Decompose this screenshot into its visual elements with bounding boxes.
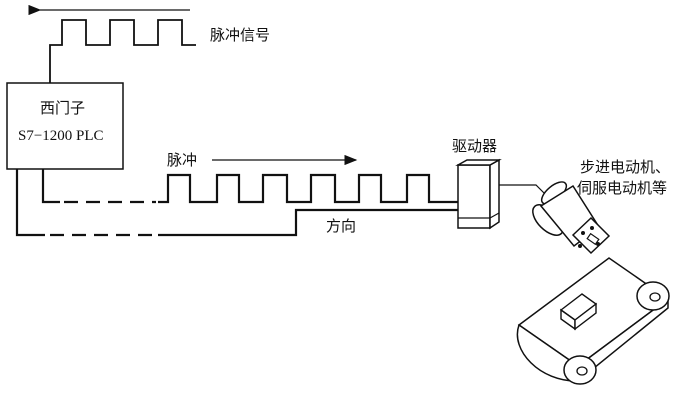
- driver-box: [455, 158, 502, 230]
- motor-label-line1: 步进电动机、: [580, 158, 670, 176]
- driver-label: 驱动器: [452, 137, 497, 155]
- direction-label: 方向: [326, 217, 356, 235]
- motor-label-line2: 伺服电动机等: [577, 179, 667, 197]
- plc-model-label: S7−1200 PLC: [18, 128, 104, 144]
- plc-brand-label: 西门子: [40, 99, 85, 117]
- direction-line-solid: [15, 169, 45, 237]
- conveyor-belt: [516, 257, 670, 385]
- pulse-label: 脉冲: [167, 151, 197, 169]
- motor-cable: [499, 184, 550, 199]
- motor: [532, 181, 611, 255]
- top-pulse-label: 脉冲信号: [210, 26, 270, 44]
- plc-box: [6, 82, 124, 170]
- top-pulse-train: [49, 19, 196, 83]
- pulse-line-solid: [41, 169, 60, 204]
- direction-signal: [158, 208, 458, 237]
- pulse-train: [158, 173, 458, 204]
